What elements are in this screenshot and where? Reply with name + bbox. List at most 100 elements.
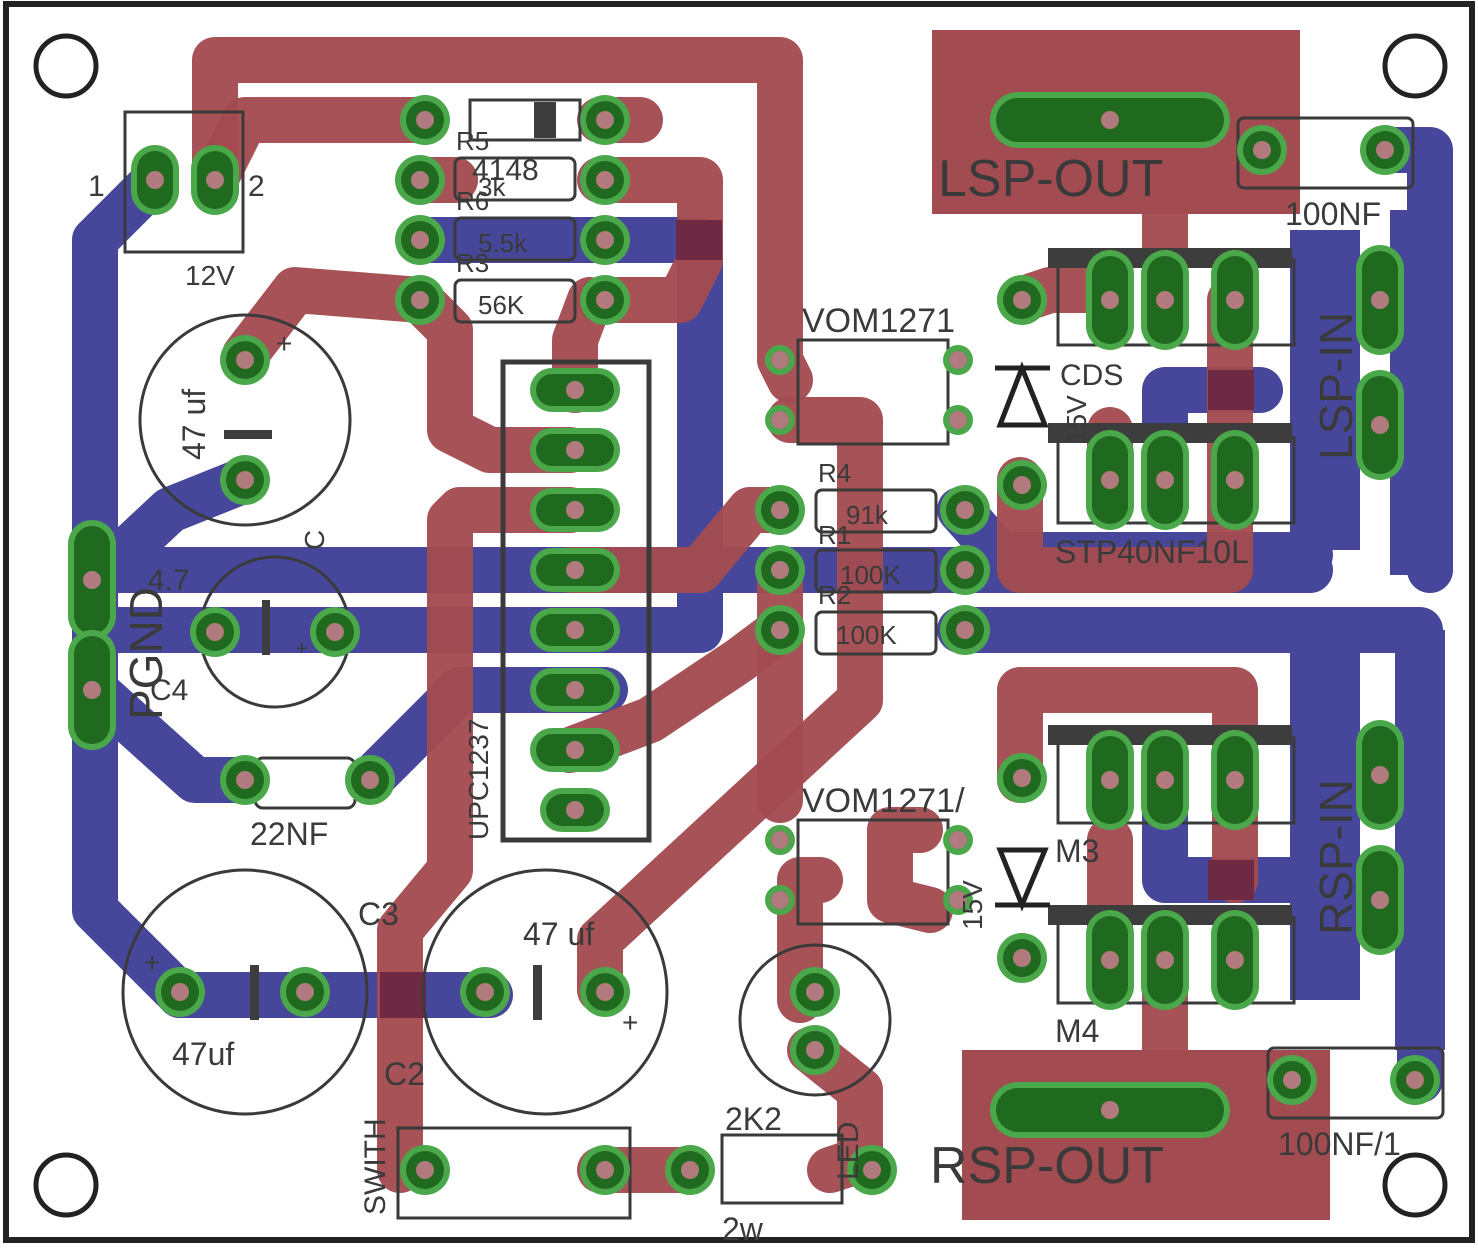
pad-2-drill (411, 171, 429, 189)
pad-vom1-2-drill (771, 411, 789, 429)
pad-10-drill (206, 623, 224, 641)
pad-0-drill (416, 111, 434, 129)
label-100k-1: 100K (840, 560, 901, 590)
label-plus-c2: + (144, 947, 160, 978)
pad-28-drill (171, 983, 189, 1001)
label-r6-val: 3k (478, 172, 506, 202)
pad-37-drill (863, 1161, 881, 1179)
pad-vom1-1-drill (771, 351, 789, 369)
pad-6-drill (411, 291, 429, 309)
pad-30-drill (476, 983, 494, 1001)
pad-ic-0-drill (566, 381, 584, 399)
pad-21-drill (1013, 476, 1031, 494)
pad-rspin-1-drill (1371, 766, 1389, 784)
label-r5: R5 (456, 126, 489, 156)
pad-conn-2-drill (206, 171, 224, 189)
label-r6: R6 (456, 186, 489, 216)
label-r2: R2 (818, 580, 851, 610)
label-led: LED (832, 1122, 865, 1180)
pad-11-drill (326, 623, 344, 641)
pad-vom2-3-drill (949, 831, 967, 849)
mounting-holes (33, 33, 1448, 1218)
label-12v: 12V (185, 260, 235, 291)
label-vom1271-b: VOM1271/ (802, 782, 965, 820)
pad-ic-5-drill (566, 681, 584, 699)
pad-lspin-1-drill (1371, 291, 1389, 309)
pad-ic-3-drill (566, 561, 584, 579)
pad-ic-1-drill (566, 441, 584, 459)
pad-lspin-2-drill (1371, 416, 1389, 434)
pad-m3-2-drill (1226, 771, 1244, 789)
pad-36-drill (681, 1161, 699, 1179)
pad-34-drill (416, 1161, 434, 1179)
label-cds: CDS (1060, 359, 1123, 392)
label-r3: R3 (456, 248, 489, 278)
pad-ic-2-drill (566, 501, 584, 519)
pad-8-drill (236, 351, 254, 369)
zener-diodes (995, 361, 1050, 912)
pad-vom2-4-drill (949, 891, 967, 909)
label-m4: M4 (1055, 1013, 1099, 1049)
pad-vom1-4-drill (949, 411, 967, 429)
label-2k2: 2K2 (725, 1101, 782, 1137)
label-rsp-in: RSP-IN (1310, 779, 1362, 935)
pad-1-drill (596, 111, 614, 129)
label-upc1237: UPC1237 (463, 719, 494, 840)
label-pin1: 1 (88, 170, 105, 203)
label-c3: C3 (358, 896, 399, 932)
pad-m1-0-drill (1101, 291, 1119, 309)
label-swith: SWITH (359, 1118, 392, 1215)
pad-32-drill (806, 983, 824, 1001)
pad-conn-1-drill (146, 171, 164, 189)
label-15v-b: 15V (957, 880, 988, 930)
label-c4: C4 (150, 674, 188, 707)
pad-25-drill (1376, 141, 1394, 159)
label-lsp-in: LSP-IN (1310, 312, 1362, 460)
pad-5-drill (596, 231, 614, 249)
pad-19-drill (956, 621, 974, 639)
label-15v-a: 15V (1061, 395, 1092, 445)
pad-31-drill (596, 983, 614, 1001)
label-c: C (299, 530, 330, 550)
pad-35-drill (596, 1161, 614, 1179)
labels-group: R5 4148 R6 3k R3 5.5k 56K 1 2 12V 47 uf … (88, 126, 1401, 1247)
pad-27-drill (1406, 1071, 1424, 1089)
pad-vom1-3-drill (949, 351, 967, 369)
pad-26-drill (1283, 1071, 1301, 1089)
pad-12-drill (236, 771, 254, 789)
label-100nf: 100NF (1285, 196, 1381, 232)
label-22nf: 22NF (250, 816, 328, 852)
pad-20-drill (1013, 291, 1031, 309)
pad-lspout-drill (1101, 111, 1119, 129)
pad-ic-6-drill (566, 741, 584, 759)
pad-m1-2-drill (1226, 291, 1244, 309)
pad-m3-0-drill (1101, 771, 1119, 789)
pad-m4-1-drill (1156, 951, 1174, 969)
label-47uf-left: 47uf (172, 1036, 234, 1072)
pad-18-drill (771, 621, 789, 639)
label-91k: 91k (846, 500, 889, 530)
pad-m2-2-drill (1226, 471, 1244, 489)
pad-13-drill (361, 771, 379, 789)
label-2w: 2w (722, 1211, 764, 1247)
label-stp40nf10l: STP40NF10L (1055, 534, 1249, 570)
pad-vom2-2-drill (771, 891, 789, 909)
pad-33-drill (806, 1041, 824, 1059)
label-plus-c3: + (622, 1007, 638, 1038)
label-c2: C2 (384, 1056, 425, 1092)
pad-3-drill (596, 171, 614, 189)
label-47uf-mid: 47 uf (523, 916, 594, 952)
pad-m3-1-drill (1156, 771, 1174, 789)
pad-17-drill (956, 561, 974, 579)
pad-16-drill (771, 561, 789, 579)
pad-m1-1-drill (1156, 291, 1174, 309)
pad-ic-4-drill (566, 621, 584, 639)
label-5-5k: 5.5k (478, 228, 528, 258)
label-r1: R1 (818, 520, 851, 550)
label-100nf-1: 100NF/1 (1278, 1126, 1401, 1162)
pad-pgnd-2-drill (83, 681, 101, 699)
pad-rspin-2-drill (1371, 891, 1389, 909)
label-plus-c4: + (296, 638, 308, 660)
label-lsp-out: LSP-OUT (938, 150, 1163, 208)
pad-4-drill (411, 231, 429, 249)
